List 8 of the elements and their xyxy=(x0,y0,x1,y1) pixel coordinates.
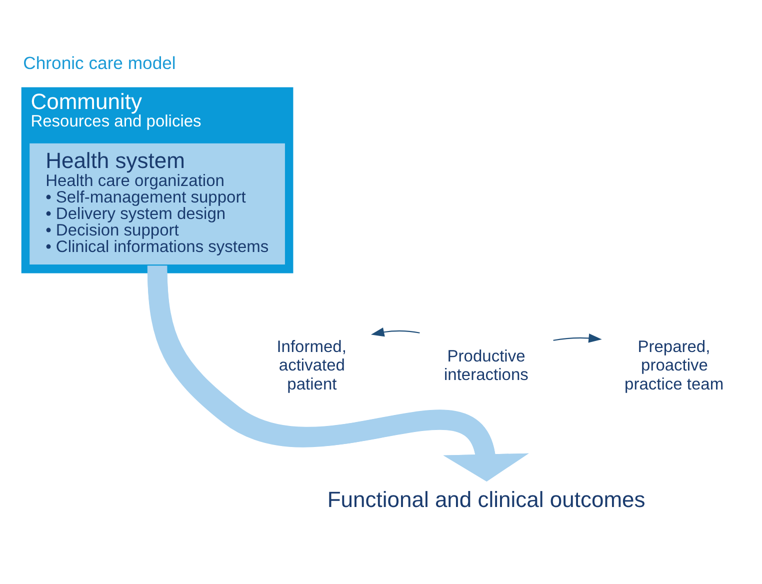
arrow xyxy=(370,328,420,337)
node-text: Informed, activated patient xyxy=(276,338,346,394)
arrow xyxy=(553,334,602,343)
node-text: Prepared, proactive practice team xyxy=(624,338,724,394)
node-text: Productive interactions xyxy=(444,347,528,384)
node-box: Health system Health care organization • Self-management support • Delivery system design • Decision support • Clinical informations systems xyxy=(30,143,285,264)
diagram-title: Chronic care model xyxy=(23,52,176,73)
node-text: Functional and clinical outcomes xyxy=(327,487,646,512)
